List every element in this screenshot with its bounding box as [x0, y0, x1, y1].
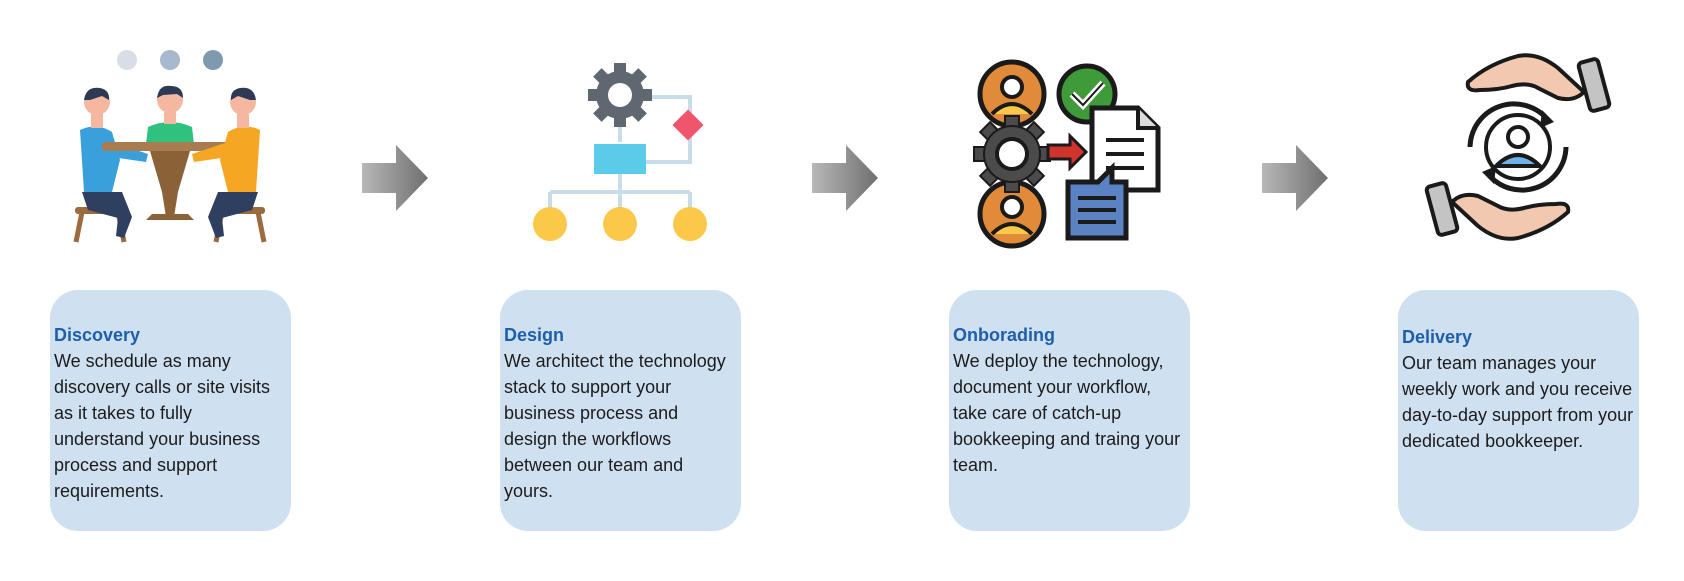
- step-card-discovery: Discovery We schedule as many discovery …: [50, 290, 291, 531]
- arrow-right-icon: [362, 145, 428, 211]
- step-description: We architect the technology stack to sup…: [504, 351, 726, 501]
- arrow-right-icon: [1262, 145, 1328, 211]
- step-description: We deploy the technology, document your …: [953, 351, 1181, 475]
- workflow-diagram-icon: [510, 42, 730, 257]
- step-description: We schedule as many discovery calls or s…: [54, 351, 271, 501]
- hands-support-icon: [1408, 42, 1628, 257]
- team-meeting-icon: [60, 42, 280, 257]
- step-title: Onborading: [953, 325, 1055, 345]
- step-card-onboarding: Onborading We deploy the technology, doc…: [949, 290, 1190, 531]
- step-card-delivery: Delivery Our team manages your weekly wo…: [1398, 290, 1639, 531]
- step-title: Discovery: [54, 325, 141, 345]
- onboarding-icon: [960, 42, 1180, 257]
- arrow-right-icon: [812, 145, 878, 211]
- step-title: Design: [504, 325, 565, 345]
- step-description: Our team manages your weekly work and yo…: [1402, 353, 1634, 451]
- step-title: Delivery: [1402, 327, 1473, 347]
- step-card-design: Design We architect the technology stack…: [500, 290, 741, 531]
